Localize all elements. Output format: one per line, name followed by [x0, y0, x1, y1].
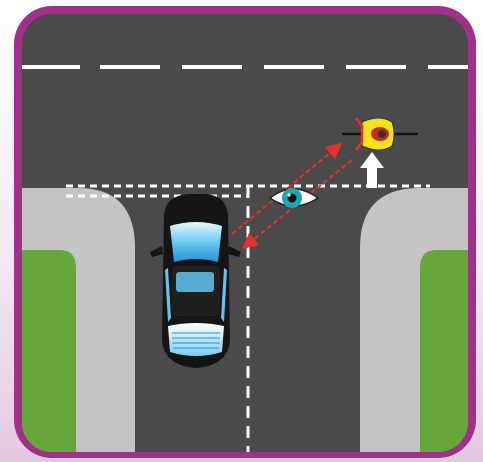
- right-grass: [420, 250, 468, 452]
- left-grass: [22, 250, 76, 452]
